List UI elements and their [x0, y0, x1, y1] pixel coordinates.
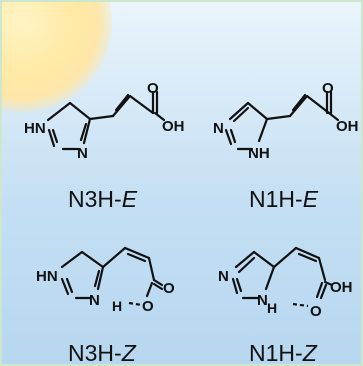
- atom-n-1: N: [77, 145, 88, 162]
- caption-n3h-z: N3H-Z: [68, 340, 136, 366]
- hydrogen-bond-n1h-z: [292, 302, 309, 308]
- caption-n3h-e: N3H-E: [68, 186, 138, 212]
- atom-n-4: N: [218, 268, 229, 285]
- molecule-n1h-e: [224, 90, 340, 151]
- atom-o-4: O: [310, 303, 322, 320]
- atom-oh-4: OH: [330, 279, 353, 296]
- atom-oh-1: OH: [162, 118, 185, 135]
- caption-n1h-e: N1H-E: [249, 186, 319, 212]
- atom-hn-3: HN: [36, 268, 58, 285]
- atom-o-3b: O: [163, 280, 175, 297]
- molecule-n3h-e: [46, 90, 166, 151]
- atom-o-1: O: [147, 80, 159, 97]
- molecule-n1h-z: [231, 246, 334, 300]
- atom-n-3: N: [89, 292, 100, 309]
- atom-h-4: H: [267, 300, 277, 316]
- caption-n1h-z: N1H-Z: [249, 340, 317, 366]
- atom-nh-2: NH: [248, 145, 270, 162]
- atom-n-2: N: [213, 120, 224, 137]
- atom-hn-1: HN: [24, 120, 46, 137]
- hydrogen-bond-n3h-z: [128, 301, 143, 307]
- atom-o-2: O: [322, 80, 334, 97]
- molecule-n3h-z: [60, 246, 164, 300]
- atom-oh-2: OH: [336, 118, 359, 135]
- atom-h-3: H: [112, 298, 122, 314]
- atom-n-4b: N: [257, 292, 268, 309]
- atom-o-3a: O: [142, 298, 154, 315]
